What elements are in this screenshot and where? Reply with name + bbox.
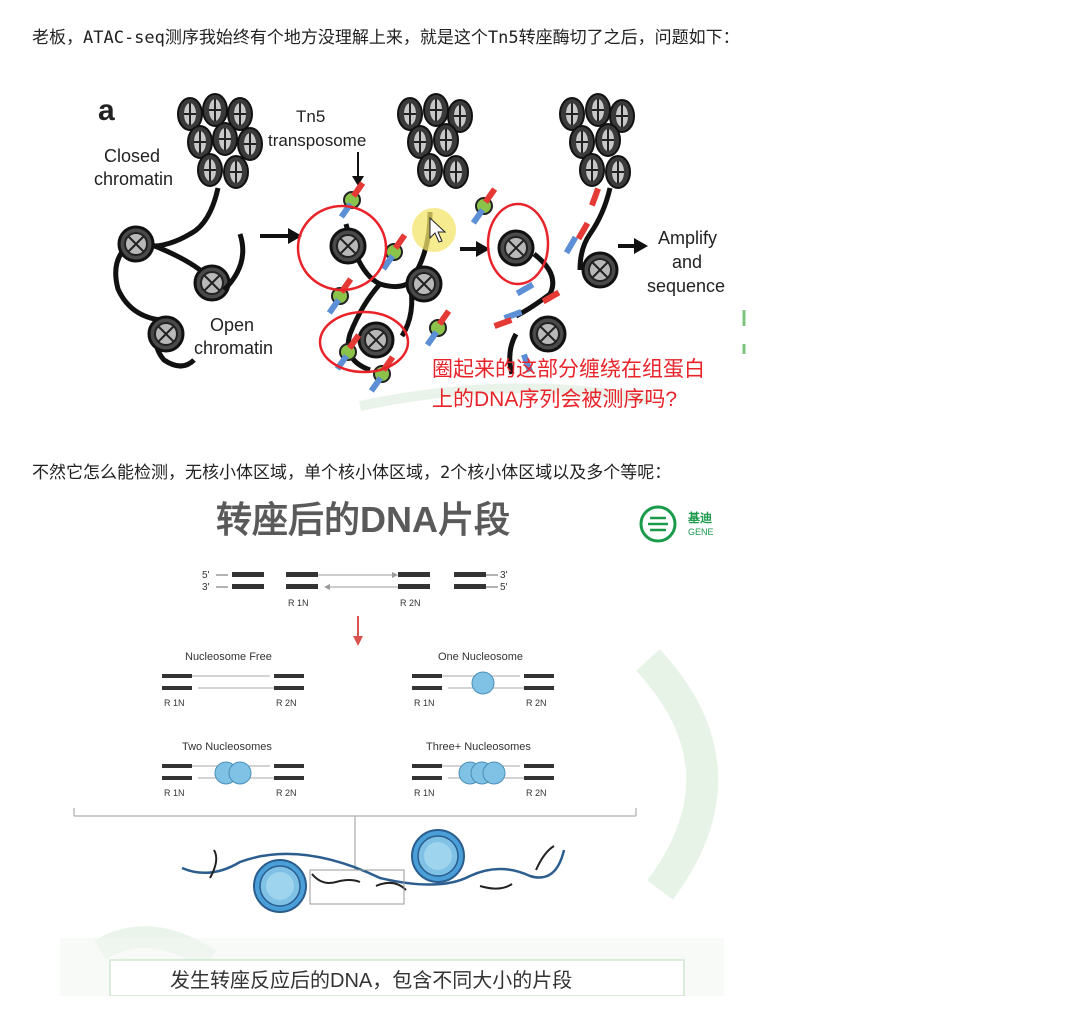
logo-text-cn: 基迪 bbox=[687, 510, 712, 525]
closed-chromatin-cluster-3 bbox=[559, 93, 635, 189]
svg-text:R 1N: R 1N bbox=[288, 598, 309, 608]
open-chromatin-label: Open bbox=[210, 315, 254, 335]
svg-text:3': 3' bbox=[500, 570, 508, 581]
svg-text:Two Nucleosomes: Two Nucleosomes bbox=[182, 741, 272, 753]
svg-text:R 1N: R 1N bbox=[414, 788, 435, 798]
closed-chromatin-cluster-2 bbox=[397, 93, 473, 189]
svg-text:One Nucleosome: One Nucleosome bbox=[438, 651, 523, 663]
amplify-label: Amplify bbox=[658, 228, 717, 248]
svg-text:R 2N: R 2N bbox=[526, 788, 547, 798]
paragraph-question: 老板，ATAC-seq测序我始终有个地方没理解上来，就是这个Tn5转座酶切了之后… bbox=[32, 28, 740, 48]
dna-strand-top: 5' 3' 3' 5' R 1N R 2N bbox=[202, 570, 508, 608]
panel-letter: a bbox=[98, 94, 115, 127]
sequence-label: sequence bbox=[647, 276, 725, 296]
svg-text:R 2N: R 2N bbox=[526, 698, 547, 708]
svg-text:R 2N: R 2N bbox=[276, 788, 297, 798]
annotation-question-line1: 圈起来的这部分缠绕在组蛋白 bbox=[432, 358, 705, 381]
fragment-one-nucleosome: One Nucleosome R 1N R 2N bbox=[412, 651, 554, 708]
atac-seq-diagram: a Closed chromatin Open chromatin Tn5 tr… bbox=[90, 84, 746, 416]
transposome-label: transposome bbox=[268, 131, 366, 150]
svg-text:R 1N: R 1N bbox=[164, 788, 185, 798]
svg-text:R 2N: R 2N bbox=[400, 598, 421, 608]
open-chromatin-label-2: chromatin bbox=[194, 338, 273, 358]
svg-text:5': 5' bbox=[202, 570, 210, 581]
closed-chromatin-cluster-1 bbox=[177, 93, 263, 189]
annotation-circle-3 bbox=[486, 202, 550, 286]
and-label: and bbox=[672, 252, 702, 272]
svg-text:5': 5' bbox=[500, 582, 508, 593]
gene-logo: 基迪 GENE bbox=[639, 505, 714, 543]
transposed-dna-fragments-slide: 转座后的DNA片段 基迪 GENE 5' 3' 3' 5' R 1N R 2N … bbox=[60, 490, 724, 997]
fragment-nucleosome-free: Nucleosome Free R 1N R 2N bbox=[162, 651, 304, 708]
slide-caption: 发生转座反应后的DNA，包含不同大小的片段 bbox=[170, 969, 572, 992]
fragment-three-nucleosomes: Three+ Nucleosomes R 1N R 2N bbox=[412, 741, 554, 798]
tn5-label: Tn5 bbox=[296, 107, 325, 126]
logo-text-en: GENE bbox=[688, 527, 714, 537]
annotation-question-line2: 上的DNA序列会被测序吗? bbox=[432, 388, 677, 411]
svg-text:3': 3' bbox=[202, 582, 210, 593]
svg-text:R 1N: R 1N bbox=[164, 698, 185, 708]
chromatin-illustration bbox=[181, 829, 566, 913]
svg-text:Three+ Nucleosomes: Three+ Nucleosomes bbox=[426, 741, 531, 753]
annotation-circle-2 bbox=[318, 310, 410, 374]
annotation-circle-1 bbox=[296, 204, 388, 292]
paragraph-followup: 不然它怎么能检测，无核小体区域，单个核小体区域，2个核小体区域以及多个等呢： bbox=[32, 463, 672, 483]
svg-text:R 2N: R 2N bbox=[276, 698, 297, 708]
svg-text:Nucleosome Free: Nucleosome Free bbox=[185, 651, 272, 663]
closed-chromatin-label-2: chromatin bbox=[94, 169, 173, 189]
slide-title: 转座后的DNA片段 bbox=[216, 499, 510, 540]
svg-text:R 1N: R 1N bbox=[414, 698, 435, 708]
fragment-two-nucleosomes: Two Nucleosomes R 1N R 2N bbox=[162, 741, 304, 798]
closed-chromatin-label: Closed bbox=[104, 146, 160, 166]
